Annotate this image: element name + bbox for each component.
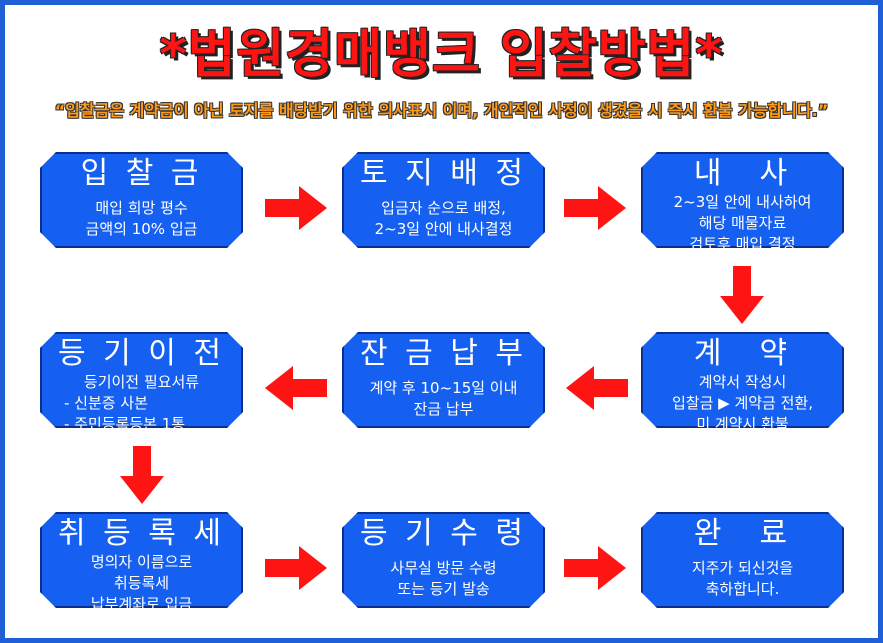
step-line: 2~3일 안에 내사결정: [374, 220, 513, 238]
step-heading: 취 등 록 세: [57, 516, 225, 551]
step-line: 지주가 되신것을: [691, 559, 794, 577]
step-acquisition-tax: 취 등 록 세 명의자 이름으로 취등록세 납부계좌로 입금: [40, 512, 243, 608]
step-line: 등기이전 필요서류: [83, 373, 200, 391]
step-line: - 신분증 사본: [64, 394, 148, 412]
arrow-right-icon: [265, 546, 327, 590]
step-balance-payment: 잔 금 납 부 계약 후 10~15일 이내 잔금 납부: [342, 332, 545, 428]
page-title: *법원경매뱅크 입찰방법*: [159, 25, 724, 85]
step-heading: 입 찰 금: [80, 156, 203, 191]
page-subtitle: “입찰금은 계약금이 아닌 토지를 배당받기 위한 의사표시 이며, 개인적인 …: [54, 101, 829, 120]
step-line: 입찰금 ▶ 계약금 전환,: [671, 394, 813, 412]
arrow-right-icon: [265, 186, 327, 230]
step-description: 2~3일 안에 내사하여 해당 매물자료 검토후 매입 결정: [643, 192, 842, 255]
step-description: 매입 희망 평수 금액의 10% 입금: [42, 198, 241, 240]
step-registration-receipt: 등 기 수 령 사무실 방문 수령 또는 등기 발송: [342, 512, 545, 608]
arrow-right-icon: [564, 186, 626, 230]
step-registration-transfer: 등 기 이 전 등기이전 필요서류 - 신분증 사본 - 주민등록등본 1통: [40, 332, 243, 428]
step-inspection: 내 사 2~3일 안에 내사하여 해당 매물자료 검토후 매입 결정: [641, 152, 844, 248]
step-contract: 계 약 계약서 작성시 입찰금 ▶ 계약금 전환, 미 계약시 환불: [641, 332, 844, 428]
step-line: 취등록세: [113, 574, 170, 592]
arrow-down-icon: [720, 266, 764, 324]
step-line: 금액의 10% 입금: [85, 220, 198, 238]
step-line: 2~3일 안에 내사하여: [673, 193, 812, 211]
step-line: 입금자 순으로 배정,: [381, 199, 506, 217]
step-line: 축하합니다.: [705, 580, 780, 598]
step-heading: 등 기 수 령: [359, 516, 527, 551]
step-line: 잔금 납부: [413, 400, 474, 418]
arrow-left-icon: [566, 366, 628, 410]
step-line: 계약 후 10~15일 이내: [369, 379, 518, 397]
step-land-allocation: 토 지 배 정 입금자 순으로 배정, 2~3일 안에 내사결정: [342, 152, 545, 248]
step-line: 매입 희망 평수: [95, 199, 188, 217]
step-heading: 내 사: [693, 156, 792, 191]
step-heading: 계 약: [693, 336, 792, 371]
step-description: 사무실 방문 수령 또는 등기 발송: [344, 558, 543, 600]
step-heading: 완 료: [693, 516, 792, 551]
step-heading: 등 기 이 전: [57, 336, 225, 371]
step-line: 명의자 이름으로: [90, 553, 193, 571]
arrow-left-icon: [265, 366, 327, 410]
step-description: 계약 후 10~15일 이내 잔금 납부: [344, 378, 543, 420]
step-heading: 잔 금 납 부: [359, 336, 527, 371]
step-complete: 완 료 지주가 되신것을 축하합니다.: [641, 512, 844, 608]
step-line: 사무실 방문 수령: [390, 559, 497, 577]
step-description: 지주가 되신것을 축하합니다.: [643, 558, 842, 600]
arrow-down-icon: [120, 446, 164, 504]
step-bid-deposit: 입 찰 금 매입 희망 평수 금액의 10% 입금: [40, 152, 243, 248]
step-line: 또는 등기 발송: [397, 580, 490, 598]
step-line: 해당 매물자료: [698, 214, 787, 232]
step-description: 입금자 순으로 배정, 2~3일 안에 내사결정: [344, 198, 543, 240]
step-description: 명의자 이름으로 취등록세 납부계좌로 입금: [42, 552, 241, 615]
arrow-right-icon: [564, 546, 626, 590]
step-description: 계약서 작성시 입찰금 ▶ 계약금 전환, 미 계약시 환불: [643, 372, 842, 435]
step-description: 등기이전 필요서류 - 신분증 사본 - 주민등록등본 1통: [42, 372, 241, 435]
step-line: 계약서 작성시: [698, 373, 787, 391]
step-heading: 토 지 배 정: [359, 156, 527, 191]
